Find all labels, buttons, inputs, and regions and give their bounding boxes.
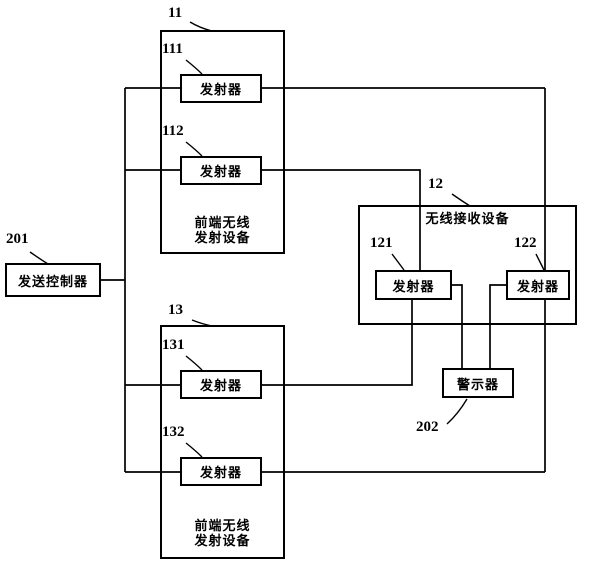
- transmitter-111-label: 发射器: [199, 82, 242, 97]
- ref-12: 12: [428, 176, 443, 192]
- leader-202: [446, 398, 468, 425]
- ref-202: 202: [416, 419, 439, 435]
- leader-111: [185, 59, 203, 75]
- transmitter-111-box: 发射器: [180, 74, 262, 103]
- leader-131: [185, 355, 203, 371]
- bus-wires: [101, 87, 180, 473]
- transmitter-131-box: 发射器: [180, 370, 262, 399]
- leader-122: [535, 253, 545, 271]
- wire-122-to-alarm: [489, 284, 506, 368]
- receiver-unit-122-label: 发射器: [516, 278, 559, 294]
- controller-box: 发送控制器: [5, 263, 101, 297]
- ref-122: 122: [514, 235, 537, 251]
- ref-111: 111: [162, 41, 183, 57]
- receiver-unit-121-box: 发射器: [375, 270, 452, 300]
- receiver-unit-122-box: 发射器: [506, 270, 570, 300]
- front-device-bottom-caption-line1: 前端无线: [194, 518, 251, 533]
- controller-label: 发送控制器: [17, 273, 88, 289]
- ref-11: 11: [168, 5, 183, 21]
- alarm-label: 警示器: [456, 376, 499, 392]
- alarm-box: 警示器: [442, 368, 514, 398]
- transmitter-132-box: 发射器: [180, 457, 262, 486]
- front-device-top-caption-line1: 前端无线: [194, 215, 251, 230]
- front-device-top-caption: 前端无线 发射设备: [160, 215, 285, 245]
- front-device-bottom-caption: 前端无线 发射设备: [160, 518, 285, 548]
- signal-wires: [262, 87, 546, 473]
- wire-131-to-121: [262, 300, 413, 386]
- ref-112: 112: [162, 123, 184, 139]
- wire-121-to-alarm: [452, 284, 463, 368]
- front-device-top-caption-line2: 发射设备: [194, 230, 251, 245]
- ref-201: 201: [6, 231, 29, 247]
- transmitter-112-box: 发射器: [180, 156, 262, 185]
- receiver-device-box: [358, 205, 577, 325]
- leader-121: [391, 253, 405, 271]
- wire-112-to-121: [262, 169, 421, 270]
- receiver-device-title: 无线接收设备: [425, 211, 510, 226]
- transmitter-131-label: 发射器: [199, 378, 242, 393]
- ref-132: 132: [162, 424, 185, 440]
- leader-112: [185, 141, 203, 157]
- front-device-bottom-box: [160, 325, 285, 559]
- leader-132: [185, 442, 203, 458]
- front-device-top-box: [160, 30, 285, 254]
- ref-131: 131: [162, 337, 185, 353]
- transmitter-132-label: 发射器: [199, 465, 242, 480]
- receiver-unit-121-label: 发射器: [392, 278, 435, 294]
- front-device-bottom-caption-line2: 发射设备: [194, 533, 251, 548]
- transmitter-112-label: 发射器: [199, 164, 242, 179]
- ref-13: 13: [168, 302, 183, 318]
- ref-121: 121: [370, 235, 393, 251]
